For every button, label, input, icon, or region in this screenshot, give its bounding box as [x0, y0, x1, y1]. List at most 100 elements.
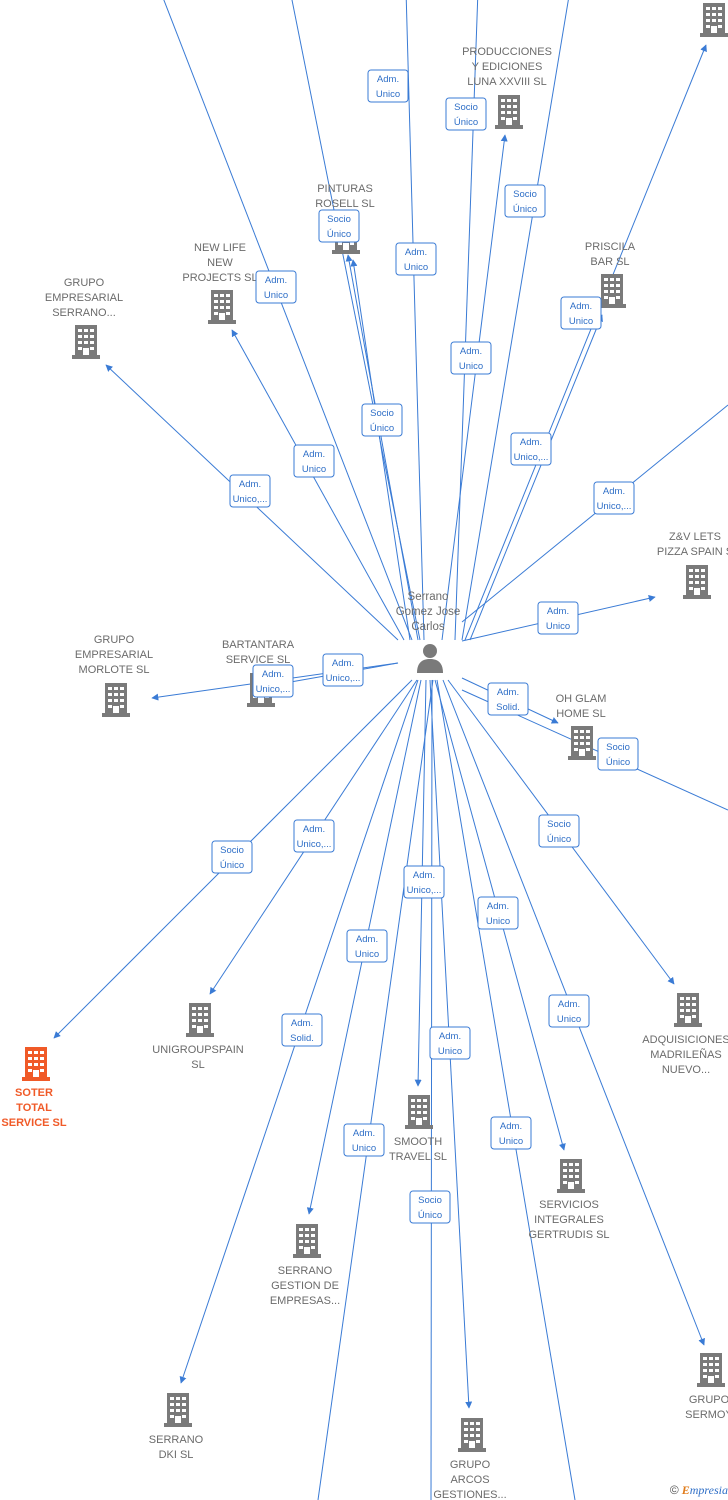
- edge-label-text: Unico,...: [407, 885, 442, 896]
- edge-label-newlife[interactable]: Adm.Unico: [255, 270, 297, 304]
- company-node-gruposermoy[interactable]: GRUPOSERMOY: [685, 1353, 728, 1421]
- edge-label-box: [255, 270, 297, 304]
- company-label-line: PROJECTS SL: [182, 272, 257, 284]
- edge-label-text: Solid.: [496, 702, 520, 713]
- edge-label-text: Socio: [454, 102, 478, 113]
- edge-label-text: Socio: [220, 845, 244, 856]
- edge-label-priscila[interactable]: Adm.Unico: [560, 296, 602, 330]
- edge-label-ohglam[interactable]: Adm.Solid.: [487, 682, 529, 716]
- edge-label-bartantara[interactable]: Adm.Unico,...: [252, 664, 294, 698]
- edge-label-serranogestion[interactable]: Adm.Unico: [346, 929, 388, 963]
- company-label-line: PRISCILA: [585, 241, 636, 253]
- company-node-priscila[interactable]: PRISCILA BAR SL: [585, 241, 636, 308]
- edge-line-produccionesluna: [441, 134, 508, 641]
- company-label-line: UNIGROUPSPAIN: [152, 1044, 244, 1056]
- edge-label-box: [403, 865, 445, 899]
- edge-label-offscreen-right-1[interactable]: Adm.Unico,...: [593, 481, 635, 515]
- edge-label-serranodki[interactable]: Adm.Solid.: [281, 1013, 323, 1047]
- edge-label-gruposerrano[interactable]: Adm.Unico,...: [229, 474, 271, 508]
- edge-label-box: [322, 653, 364, 687]
- company-label-line: GERTRUDIS SL: [528, 1229, 609, 1241]
- edge-label-text: Adm.: [291, 1018, 313, 1029]
- company-label-line: SMOOTH: [394, 1136, 442, 1148]
- edge-line-topright: [464, 44, 707, 641]
- edge-label-offscreen-bottom-2[interactable]: Adm.Unico: [490, 1116, 532, 1150]
- company-node-grupoarcos[interactable]: GRUPOARCOSGESTIONES...: [433, 1418, 507, 1500]
- edge-label-text: Socio: [418, 1195, 442, 1206]
- company-label-line: PIZZA SPAIN S: [657, 546, 728, 558]
- edge-label-text: Único: [606, 757, 630, 768]
- edge-label-gruposermoy[interactable]: Adm.Unico: [548, 994, 590, 1028]
- edge-label-offscreen-top-1[interactable]: Adm.Unico: [367, 69, 409, 103]
- edge-label-text: Adm.: [413, 870, 435, 881]
- edge-label-text: Adm.: [262, 669, 284, 680]
- edge-label-text: Socio: [327, 214, 351, 225]
- edge-label-text: Unico: [438, 1046, 462, 1057]
- edge-label-text: Adm.: [332, 658, 354, 669]
- building-icon: [102, 683, 130, 717]
- company-label-line: GESTIONES...: [433, 1489, 506, 1500]
- edge-label-box: [318, 209, 360, 243]
- company-label-line: GRUPO: [64, 277, 105, 289]
- edge-label-box: [293, 819, 335, 853]
- company-label-line: SERVICIOS: [539, 1199, 599, 1211]
- building-icon: [568, 726, 596, 760]
- edge-label-grupomorlote[interactable]: Adm.Unico,...: [322, 653, 364, 687]
- edge-label-box: [445, 97, 487, 131]
- edge-label-box: [429, 1026, 471, 1060]
- edge-label-zvlets[interactable]: Adm.Unico: [537, 601, 579, 635]
- company-label-line: SERRANO: [278, 1265, 333, 1277]
- company-label-line: DKI SL: [159, 1449, 194, 1461]
- edge-label-text: Adm.: [303, 824, 325, 835]
- edge-label-box: [597, 737, 639, 771]
- company-label-line: PRODUCCIONES: [462, 46, 552, 58]
- edge-label-offscreen-bottom-1[interactable]: Adm.Unico: [343, 1123, 385, 1157]
- edge-label-serviciosgertrudis[interactable]: Adm.Unico: [477, 896, 519, 930]
- edge-label-box: [487, 682, 529, 716]
- edge-label-text: Unico: [557, 1014, 581, 1025]
- company-label-line: OH GLAM: [556, 693, 607, 705]
- edge-label-unigroupspain[interactable]: Adm.Unico,...: [293, 819, 335, 853]
- building-icon: [186, 1003, 214, 1037]
- company-node-adquisiciones[interactable]: ADQUISICIONESMADRILEÑASNUEVO...: [642, 993, 728, 1076]
- edge-labels-layer: Adm.UnicoSocioÚnicoSocioÚnicoSocioÚnicoA…: [211, 69, 639, 1224]
- edge-line-pinturasrosell: [350, 259, 411, 641]
- edge-label-offscreen-top-3[interactable]: Adm.Unico: [395, 242, 437, 276]
- edge-label-text: Socio: [547, 819, 571, 830]
- edge-label-smoothtravel[interactable]: Adm. Unico,...: [403, 865, 445, 899]
- edge-label-topright[interactable]: Adm.Unico,...: [510, 432, 552, 466]
- company-node-gruposerrano[interactable]: GRUPOEMPRESARIALSERRANO...: [45, 277, 123, 359]
- edge-line-produccionesluna: [454, 0, 479, 641]
- person-icon: [417, 644, 443, 673]
- edge-label-grupoarcos[interactable]: Adm.Unico: [429, 1026, 471, 1060]
- edge-label-text: Único: [327, 229, 351, 240]
- company-label-line: BAR SL: [590, 256, 629, 268]
- edge-label-produccionesluna[interactable]: Adm.Unico: [450, 341, 492, 375]
- company-node-topright[interactable]: [700, 3, 728, 37]
- edge-label-text: Único: [370, 423, 394, 434]
- edge-label-text: Único: [418, 1210, 442, 1221]
- edge-label-newlife[interactable]: Adm.Unico: [293, 444, 335, 478]
